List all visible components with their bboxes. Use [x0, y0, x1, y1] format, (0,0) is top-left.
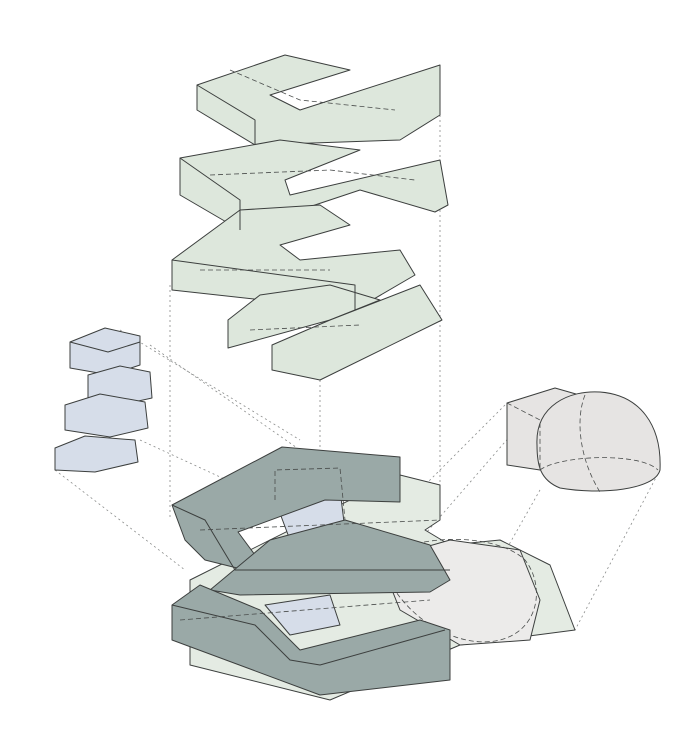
upper-volumes: [171, 54, 449, 381]
base-volumes: [171, 446, 451, 696]
dome-volume: [506, 387, 661, 493]
small-stack: [54, 327, 153, 473]
